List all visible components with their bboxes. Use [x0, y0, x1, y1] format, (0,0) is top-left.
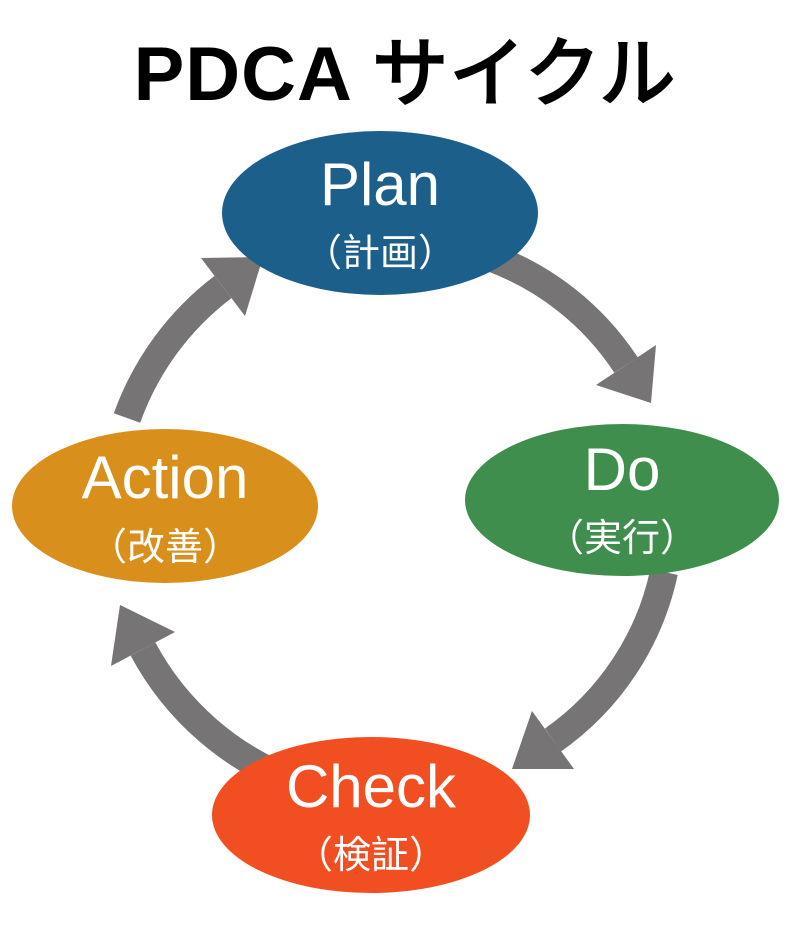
node-check-sublabel: （検証）: [295, 835, 447, 877]
node-action-ellipse: [12, 429, 318, 583]
node-check: Check （検証）: [212, 737, 530, 893]
arrow-do-to-check: [512, 568, 678, 769]
node-do: Do （実行）: [465, 424, 779, 576]
node-action-label: Action: [82, 444, 249, 511]
node-do-sublabel: （実行）: [546, 518, 698, 560]
arrow-do-to-check-shaft: [544, 568, 678, 752]
arrow-action-to-plan: [113, 257, 263, 423]
page-title: PDCA サイクル: [134, 32, 677, 117]
arrow-plan-to-do-shaft: [484, 243, 638, 373]
arrow-plan-to-do: [484, 243, 656, 403]
arrow-plan-to-do-head-icon: [596, 345, 656, 403]
node-plan-label: Plan: [320, 151, 440, 218]
node-do-ellipse: [465, 424, 779, 576]
node-action-sublabel: （改善）: [89, 527, 241, 569]
arrow-action-to-plan-shaft: [113, 275, 232, 423]
node-plan-sublabel: （計画）: [304, 233, 456, 275]
node-plan-ellipse: [222, 131, 538, 295]
node-check-ellipse: [212, 737, 530, 893]
node-action: Action （改善）: [12, 429, 318, 583]
arrow-do-to-check-head-icon: [512, 711, 574, 769]
arrow-action-to-plan-head-icon: [201, 257, 263, 316]
node-plan: Plan （計画）: [222, 131, 538, 295]
arrow-check-to-action-head-icon: [111, 605, 175, 666]
node-check-label: Check: [286, 753, 457, 820]
node-do-label: Do: [584, 436, 661, 503]
